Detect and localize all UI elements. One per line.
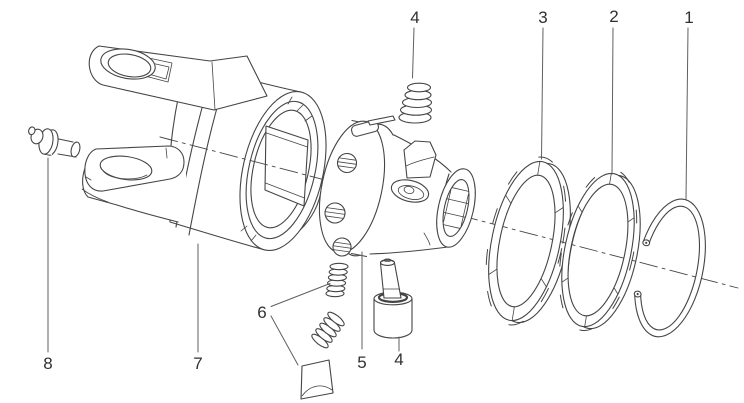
- collar-hole-3-hatch: [332, 241, 352, 253]
- ring3-segment-ticks: [488, 161, 564, 321]
- yoke-lower-ear-silhouette: [82, 167, 179, 223]
- snap-ring-band: [634, 198, 706, 338]
- collar-hole-2: [324, 202, 346, 224]
- lamellar-ring-2-icon: [558, 168, 641, 332]
- callout-2: 2: [609, 7, 618, 26]
- yoke-lower-hole-wall: [85, 147, 168, 181]
- kit-spring1-coil-1: [329, 262, 349, 271]
- callout-4-bottom: 4: [394, 350, 403, 369]
- fitting-shank-end: [70, 141, 81, 158]
- collar-hole-1: [336, 152, 358, 174]
- collar-hub-icon: [318, 115, 476, 258]
- pin-shaft: [379, 262, 402, 299]
- snap-ring-icon: [633, 198, 706, 338]
- pin-cap-rim: [379, 259, 396, 266]
- snap-ring-end-dot-lower: [636, 292, 639, 296]
- fitting-tip: [28, 126, 36, 136]
- kit-wedge: [300, 359, 334, 400]
- collar-tab: [367, 115, 396, 126]
- yoke-upper-hole-inner: [107, 53, 152, 78]
- hub-bore-splines: [443, 187, 469, 229]
- snap-ring-end-dot-upper: [645, 241, 648, 244]
- yoke-bore-bars: [265, 132, 308, 199]
- hub-pin-through-hole: [403, 185, 415, 195]
- pin-icon: [373, 258, 413, 339]
- grease-fitting-icon: [28, 126, 81, 158]
- yoke-upper-ear-edge: [211, 61, 216, 111]
- hub-lug-edge: [405, 156, 435, 167]
- callout-3: 3: [538, 8, 547, 27]
- collar-hole-1-hatch: [337, 157, 357, 169]
- yoke-lower-hole: [99, 155, 153, 181]
- pin-cap-tip: [383, 258, 392, 262]
- yoke-lower-ear-line: [81, 188, 109, 203]
- kit-wedge-curve: [301, 385, 333, 397]
- hub-bottom-detail: [423, 232, 431, 246]
- yoke-bore: [250, 109, 312, 229]
- ring3-front: [485, 156, 567, 326]
- spring-wedge-kit-icon: [300, 262, 349, 400]
- spring-top-icon: [398, 82, 433, 124]
- callout-4-top: 4: [410, 8, 419, 27]
- callout-5: 5: [357, 353, 366, 372]
- ring2-band: [561, 172, 635, 328]
- hub-oval-hole-inner: [397, 185, 425, 200]
- hub-front-bore: [442, 179, 470, 237]
- yoke-spline-ticks: [240, 96, 313, 242]
- ring2-segment-ticks: [561, 172, 635, 328]
- yoke-bore-window: [264, 125, 309, 207]
- hub-lug: [403, 140, 437, 179]
- ring2-front: [558, 168, 638, 332]
- callout-8: 8: [43, 354, 52, 373]
- leader-lines: [47, 27, 689, 366]
- callout-1: 1: [684, 8, 693, 27]
- spring-top-coil-1: [406, 82, 432, 93]
- hub-bore-spline-lines: [443, 187, 469, 229]
- callout-6: 6: [257, 303, 266, 322]
- pin-base-body: [373, 298, 413, 339]
- centerline-overlay-icon: [159, 136, 334, 183]
- hub-oval-hole: [390, 179, 430, 203]
- ring2-lobes: [558, 168, 638, 332]
- kit-spring2-coil-1: [327, 311, 345, 327]
- callout-7: 7: [193, 354, 202, 373]
- ring3-band: [488, 160, 564, 322]
- collar-hole-3: [332, 237, 352, 257]
- collar-hole-2-hatch: [324, 207, 346, 219]
- ring3-lobes: [485, 156, 567, 326]
- yoke-icon: [81, 45, 327, 251]
